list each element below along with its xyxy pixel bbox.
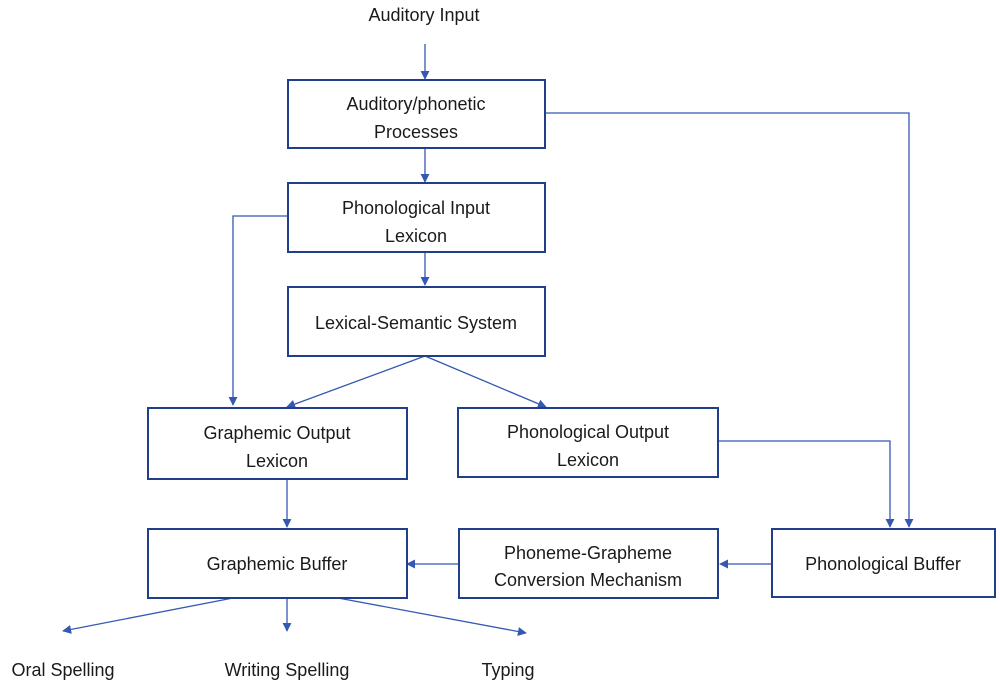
node-graphemic-buffer-line1: Graphemic Buffer — [207, 554, 348, 574]
node-graphemic-buffer: Graphemic Buffer — [147, 528, 408, 599]
edge-phon-input-to-graphemic-output — [228, 215, 288, 406]
node-phon-buffer-line1: Phonological Buffer — [805, 554, 961, 574]
node-phon-input-line2: Lexicon — [385, 226, 447, 246]
node-phonological-buffer: Phonological Buffer — [771, 528, 996, 598]
edges — [62, 44, 914, 636]
typing-label: Typing — [481, 660, 534, 680]
edge-phon-output-to-phon-buffer — [718, 440, 895, 528]
node-lexical-semantic-system: Lexical-Semantic System — [287, 286, 546, 357]
node-pgc-line1: Phoneme-Grapheme — [504, 543, 672, 563]
node-graphemic-output-line1: Graphemic Output — [203, 423, 350, 443]
node-pgc-line2: Conversion Mechanism — [494, 570, 682, 590]
node-phonological-input-lexicon: Phonological Input Lexicon — [287, 182, 546, 253]
node-auditory-phonetic-line1: Auditory/phonetic — [346, 94, 485, 114]
node-auditory-phonetic: Auditory/phonetic Processes — [287, 79, 546, 149]
oral-spelling-label: Oral Spelling — [11, 660, 114, 680]
edge-lexsem-to-graphemic-output — [286, 355, 426, 409]
node-graphemic-output-lexicon: Graphemic Output Lexicon — [147, 407, 408, 480]
node-phoneme-grapheme-conversion: Phoneme-Grapheme Conversion Mechanism — [458, 528, 719, 599]
node-auditory-phonetic-line2: Processes — [374, 122, 458, 142]
edge-graphemic-buffer-to-oral — [62, 597, 234, 634]
node-graphemic-output-line2: Lexicon — [246, 451, 308, 471]
node-phon-output-line2: Lexicon — [557, 450, 619, 470]
node-phon-input-line1: Phonological Input — [342, 198, 490, 218]
node-phon-output-line1: Phonological Output — [507, 422, 669, 442]
node-lexsem-line1: Lexical-Semantic System — [315, 313, 517, 333]
writing-spelling-label: Writing Spelling — [225, 660, 350, 680]
auditory-input-label: Auditory Input — [368, 5, 479, 25]
edge-graphemic-buffer-to-typing — [337, 597, 527, 636]
node-phonological-output-lexicon: Phonological Output Lexicon — [457, 407, 719, 478]
edge-auditory-to-phon-buffer — [545, 112, 914, 528]
edge-lexsem-to-phon-output — [424, 355, 547, 409]
